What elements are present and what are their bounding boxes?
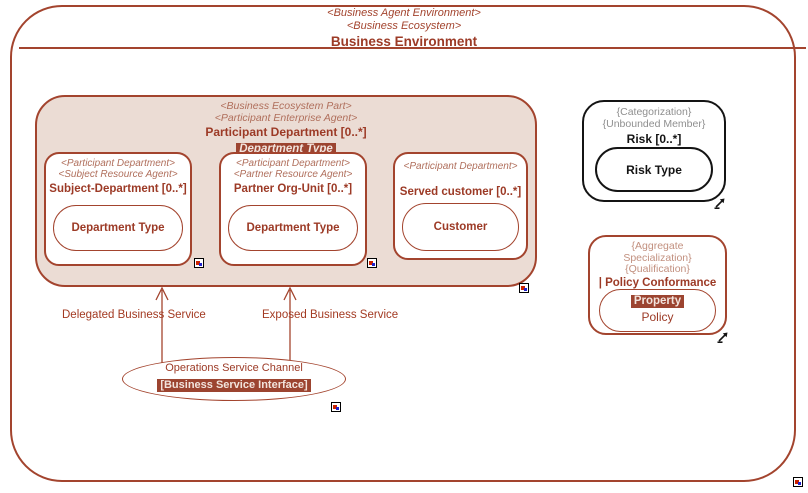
policy-property-label: Property bbox=[630, 295, 685, 308]
partner-org-unit-stereotype-1: <Participant Department> bbox=[236, 158, 350, 169]
operations-service-channel-ellipse[interactable]: Operations Service Channel [Business Ser… bbox=[122, 357, 346, 401]
served-customer-stereotype: <Participant Department> bbox=[403, 161, 518, 172]
business-environment-frame[interactable] bbox=[10, 5, 796, 482]
risk-box[interactable]: {Categorization} {Unbounded Member} Risk… bbox=[582, 100, 726, 202]
risk-name: Risk [0..*] bbox=[626, 132, 682, 146]
subject-department-stereotype-1: <Participant Department> bbox=[61, 158, 175, 169]
policy-conformance-box[interactable]: {Aggregate Specialization} {Qualificatio… bbox=[588, 235, 727, 335]
composite-structure-icon[interactable] bbox=[331, 402, 341, 412]
exposed-business-service-label: Exposed Business Service bbox=[262, 309, 399, 321]
partner-org-unit-box[interactable]: <Participant Department> <Partner Resour… bbox=[219, 152, 367, 266]
frame-stereotype-1: <Business Agent Environment> bbox=[327, 7, 481, 19]
composite-structure-icon[interactable] bbox=[519, 283, 529, 293]
policy-label: Policy bbox=[641, 310, 674, 324]
participant-container-stereotype-1: <Business Ecosystem Part> bbox=[220, 100, 352, 112]
participant-container-stereotype-2: <Participant Enterprise Agent> bbox=[214, 111, 358, 124]
participant-container-header: <Business Ecosystem Part> <Participant E… bbox=[37, 100, 535, 157]
served-customer-type-shape[interactable]: Customer bbox=[402, 203, 519, 251]
business-service-interface-label: [Business Service Interface] bbox=[157, 379, 311, 392]
operations-service-channel-label: Operations Service Channel bbox=[165, 362, 303, 374]
composite-structure-icon[interactable] bbox=[194, 258, 204, 268]
partner-org-unit-name: Partner Org-Unit [0..*] bbox=[233, 183, 353, 195]
composite-structure-icon[interactable] bbox=[367, 258, 377, 268]
link-arrow-icon bbox=[714, 198, 725, 209]
served-customer-name: Served customer [0..*] bbox=[399, 186, 522, 198]
delegated-business-service-label: Delegated Business Service bbox=[62, 309, 206, 321]
composite-structure-icon[interactable] bbox=[793, 477, 803, 487]
partner-org-unit-type-shape[interactable]: Department Type bbox=[228, 205, 358, 251]
risk-qualifier-2: {Unbounded Member} bbox=[602, 117, 706, 130]
subject-department-stereotype-2: <Subject Resource Agent> bbox=[58, 169, 178, 180]
frame-title: Business Environment bbox=[330, 34, 478, 49]
subject-department-name: Subject-Department [0..*] bbox=[49, 183, 187, 195]
risk-type-shape[interactable]: Risk Type bbox=[595, 147, 713, 192]
participant-container-name: Participant Department [0..*] bbox=[205, 125, 367, 139]
partner-org-unit-stereotype-2: <Partner Resource Agent> bbox=[233, 169, 353, 180]
frame-title-separator bbox=[19, 47, 806, 49]
frame-header: <Business Agent Environment> <Business E… bbox=[0, 7, 808, 50]
link-arrow-icon bbox=[717, 332, 728, 343]
policy-qualifier-1: {Aggregate Specialization} bbox=[623, 240, 692, 264]
subject-department-box[interactable]: <Participant Department> <Subject Resour… bbox=[44, 152, 192, 266]
served-customer-stereotype-2 bbox=[395, 172, 526, 183]
policy-qualifier-2: {Qualification} bbox=[625, 263, 690, 275]
risk-qualifier-1: {Categorization} bbox=[616, 106, 692, 118]
served-customer-box[interactable]: <Participant Department> Served customer… bbox=[393, 152, 528, 260]
participant-department-container[interactable]: <Business Ecosystem Part> <Participant E… bbox=[35, 95, 537, 287]
subject-department-type-shape[interactable]: Department Type bbox=[53, 205, 183, 251]
frame-stereotype-2: <Business Ecosystem> bbox=[346, 20, 462, 32]
policy-shape[interactable]: Property Policy bbox=[599, 289, 716, 332]
